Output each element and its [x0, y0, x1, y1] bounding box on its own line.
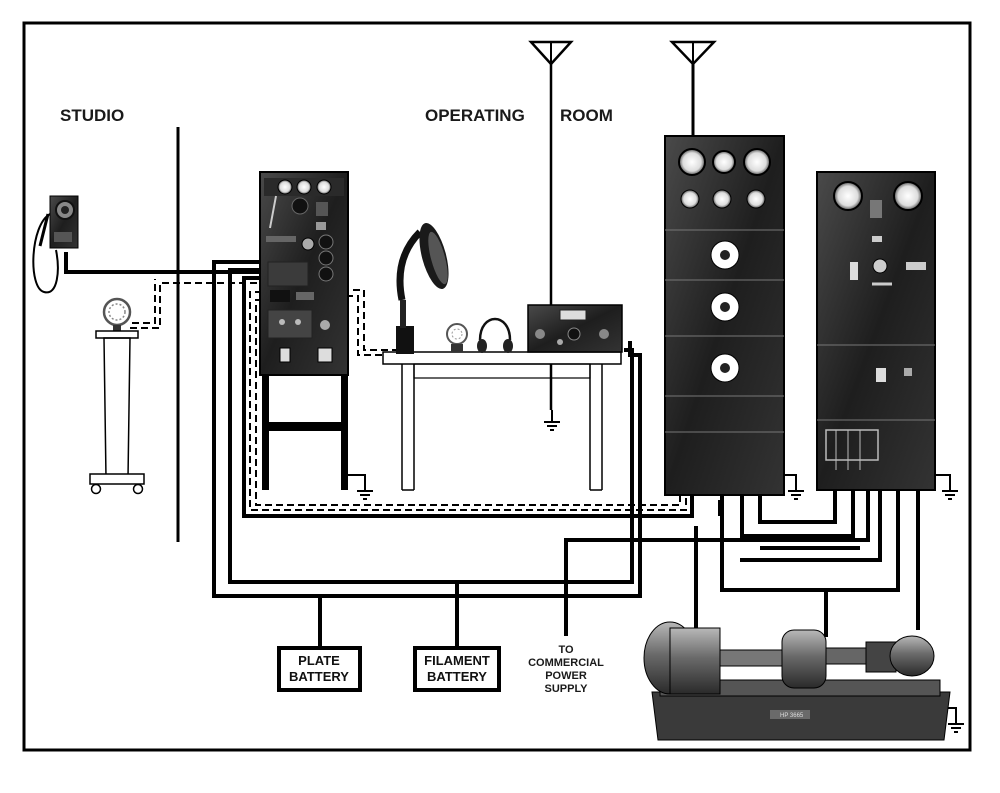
diagram-border: [22, 21, 972, 752]
table-microphone: [446, 323, 468, 352]
power-supply-line1: TO: [558, 644, 574, 656]
power-supply-line4: SUPPLY: [544, 683, 588, 695]
filament-battery-line1: FILAMENT: [424, 653, 490, 668]
motor-generator: HP 3665: [643, 621, 951, 741]
horn-loudspeaker-icon: [396, 223, 449, 354]
power-supply-label: TO COMMERCIAL POWER SUPPLY: [528, 644, 604, 695]
power-supply-line2: COMMERCIAL: [528, 657, 604, 669]
filament-battery: FILAMENT BATTERY: [413, 646, 501, 692]
room-label: ROOM: [560, 106, 613, 125]
control-panel: [259, 171, 349, 490]
radio-receiver: [527, 304, 623, 353]
plate-battery-line1: PLATE: [298, 653, 340, 668]
antenna-right-icon: [669, 40, 717, 138]
studio-label: STUDIO: [60, 106, 124, 125]
wiring: [64, 252, 920, 650]
transmitter-rack: [664, 135, 785, 496]
plate-battery: PLATE BATTERY: [277, 646, 362, 692]
power-supply-line3: POWER: [545, 670, 587, 682]
operating-table: [382, 351, 622, 491]
plate-battery-line2: BATTERY: [289, 669, 349, 684]
filament-battery-line2: BATTERY: [427, 669, 487, 684]
power-panel: [816, 171, 936, 491]
motor-plate-label: HP 3665: [780, 713, 804, 719]
wall-telephone: [32, 195, 79, 294]
operating-label: OPERATING: [425, 106, 525, 125]
headphones-icon: [477, 317, 513, 353]
stand-microphone: [89, 297, 145, 495]
